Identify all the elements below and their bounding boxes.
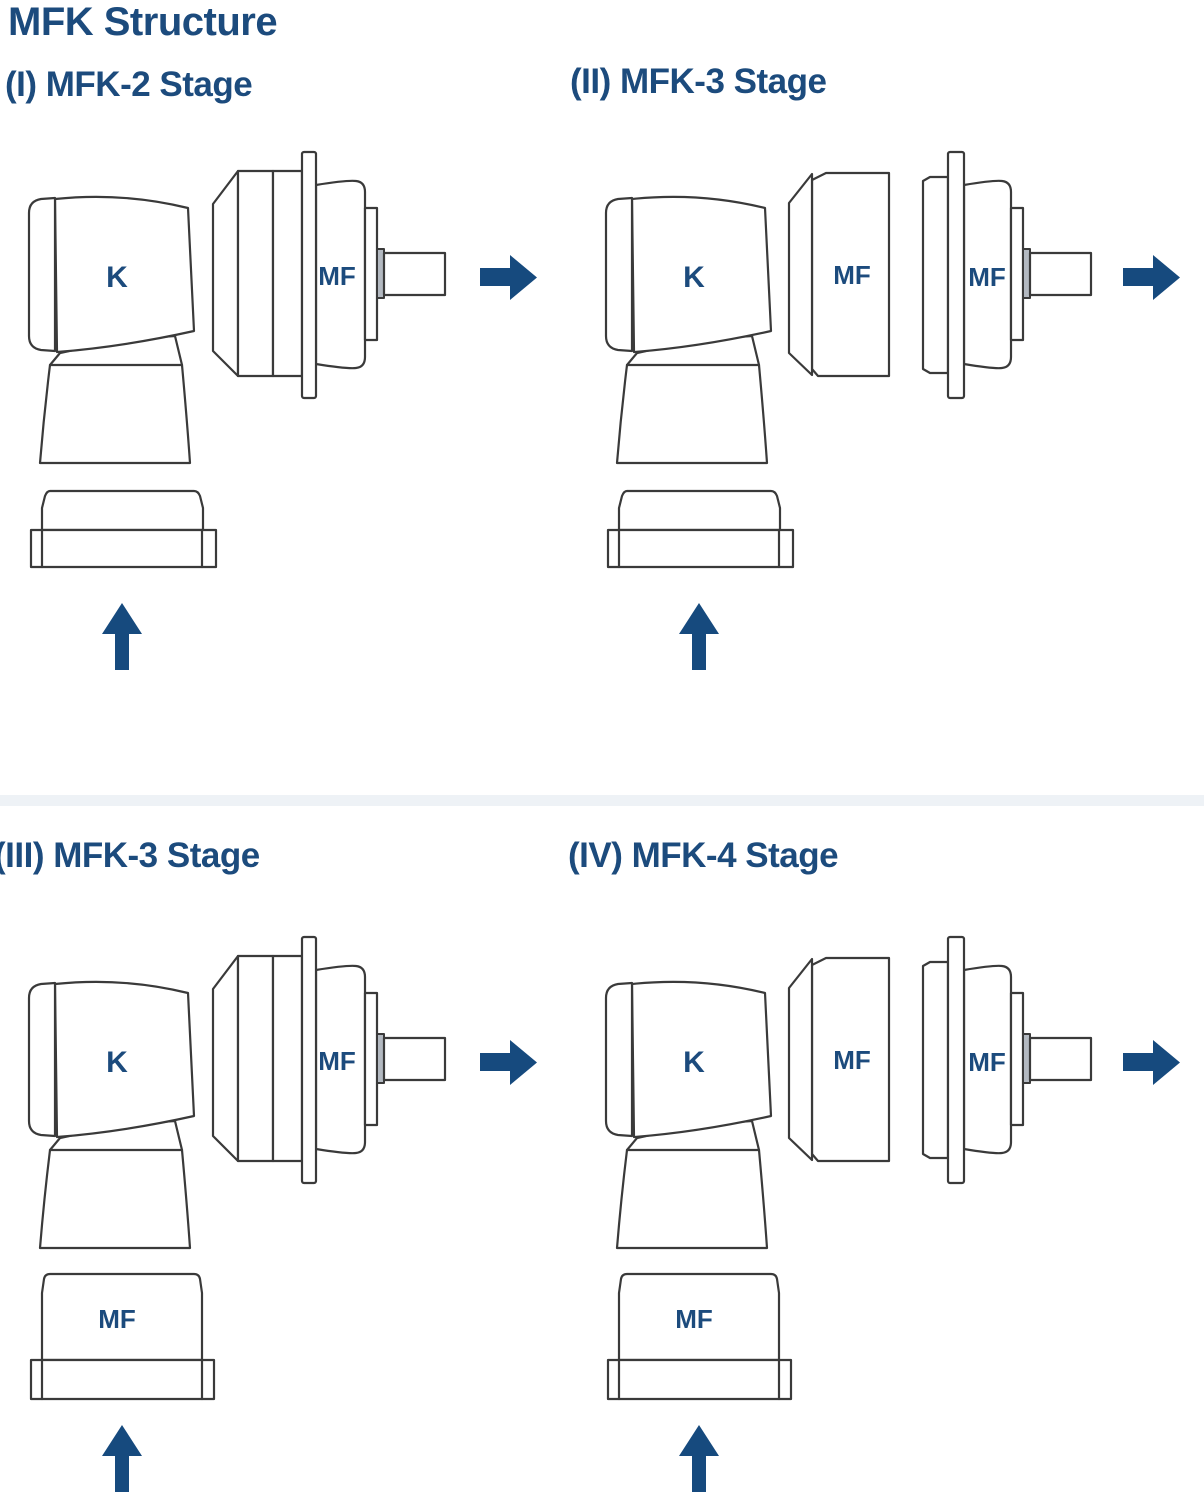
mf-base-outline bbox=[29, 1272, 216, 1401]
page-title: MFK Structure bbox=[8, 0, 278, 44]
right-arrow-icon bbox=[480, 255, 537, 300]
quadrant-3-title: (III) MFK-3 Stage bbox=[0, 836, 260, 875]
base-flange-outline bbox=[29, 489, 218, 569]
right-arrow-icon bbox=[480, 1040, 537, 1085]
mf-label: MF bbox=[318, 1046, 356, 1076]
up-arrow-icon bbox=[102, 1425, 142, 1492]
quadrant-1-title: (I) MFK-2 Stage bbox=[5, 65, 253, 104]
k-gearbox-outline bbox=[27, 195, 196, 465]
quadrant-4-title: (IV) MFK-4 Stage bbox=[568, 836, 839, 875]
k-label: K bbox=[106, 1046, 128, 1079]
mf-base-outline bbox=[606, 1272, 793, 1401]
k-label: K bbox=[683, 261, 705, 294]
mf-label: MF bbox=[318, 261, 356, 291]
k-gearbox-outline bbox=[604, 980, 773, 1250]
up-arrow-icon bbox=[679, 1425, 719, 1492]
quadrant-2-title: (II) MFK-3 Stage bbox=[570, 62, 827, 101]
k-label: K bbox=[106, 261, 128, 294]
mf-label: MF bbox=[833, 1045, 871, 1075]
right-arrow-icon bbox=[1123, 1040, 1180, 1085]
k-gearbox-outline bbox=[27, 980, 196, 1250]
k-gearbox-outline bbox=[604, 195, 773, 465]
mf-label: MF bbox=[968, 262, 1006, 292]
up-arrow-icon bbox=[102, 603, 142, 670]
mf-flange-unit-outline bbox=[921, 935, 1093, 1185]
quadrant-3-diagram: K MF MF bbox=[27, 935, 537, 1492]
row-divider bbox=[0, 795, 1204, 806]
up-arrow-icon bbox=[679, 603, 719, 670]
mf-base-label: MF bbox=[98, 1304, 136, 1334]
base-flange-outline bbox=[606, 489, 795, 569]
quadrant-4-diagram: K MF MF MF bbox=[604, 935, 1180, 1492]
mf-label: MF bbox=[968, 1047, 1006, 1077]
quadrant-1-diagram: K MF bbox=[27, 150, 537, 670]
mf-flange-unit-outline bbox=[921, 150, 1093, 400]
mf-label: MF bbox=[833, 260, 871, 290]
k-label: K bbox=[683, 1046, 705, 1079]
right-arrow-icon bbox=[1123, 255, 1180, 300]
mf-base-label: MF bbox=[675, 1304, 713, 1334]
quadrant-2-diagram: K MF MF bbox=[604, 150, 1180, 670]
